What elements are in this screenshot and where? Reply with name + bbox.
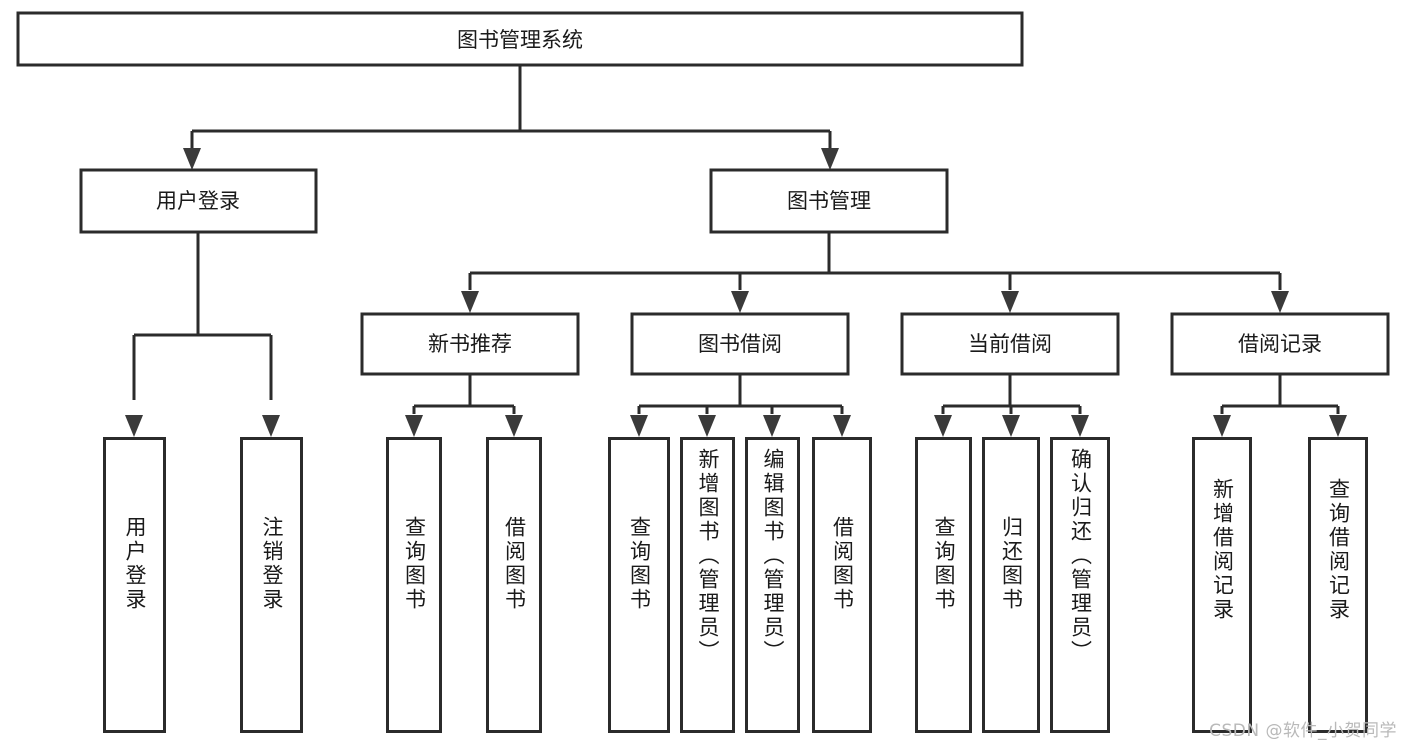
- leaf-add-book-label: 新增图书（管理员）: [696, 448, 720, 664]
- node-book-borrow[interactable]: 图书借阅: [630, 312, 850, 376]
- leaf-add-book[interactable]: 新增图书（管理员）: [680, 437, 735, 733]
- leaf-logout-label: 注销登录: [260, 516, 284, 612]
- leaf-add-record-label: 新增借阅记录: [1210, 478, 1235, 622]
- arrow-to-borrow-record: [1271, 291, 1289, 313]
- arrow-to-leaf-query-record: [1329, 415, 1347, 437]
- node-user-login[interactable]: 用户登录: [79, 168, 318, 234]
- arrow-to-leaf-edit-book: [763, 415, 781, 437]
- arrow-to-leaf-logout: [262, 415, 280, 437]
- node-root[interactable]: 图书管理系统: [16, 11, 1024, 67]
- node-borrow-record[interactable]: 借阅记录: [1170, 312, 1390, 376]
- node-book-manage[interactable]: 图书管理: [709, 168, 949, 234]
- arrow-to-leaf-borrow-book-nb: [505, 415, 523, 437]
- leaf-query-record[interactable]: 查询借阅记录: [1308, 437, 1368, 733]
- arrow-to-book-borrow: [731, 291, 749, 313]
- node-user-login-label: 用户登录: [156, 189, 240, 213]
- arrow-to-user-login: [183, 148, 201, 170]
- node-book-borrow-label: 图书借阅: [698, 332, 782, 356]
- leaf-borrow-book-new-label: 借阅图书: [502, 516, 527, 612]
- arrow-to-leaf-add-book: [698, 415, 716, 437]
- leaf-confirm-return[interactable]: 确认归还（管理员）: [1050, 437, 1110, 733]
- leaf-borrow-book-borrow[interactable]: 借阅图书: [812, 437, 872, 733]
- leaf-user-login-label: 用户登录: [123, 516, 147, 612]
- leaf-borrow-book-borrow-label: 借阅图书: [830, 516, 855, 612]
- arrow-to-leaf-borrow-book-bb: [833, 415, 851, 437]
- leaf-query-book-borrow-label: 查询图书: [627, 516, 652, 612]
- leaf-query-book-borrow[interactable]: 查询图书: [608, 437, 670, 733]
- arrow-to-leaf-query-book-bb: [630, 415, 648, 437]
- arrow-to-leaf-confirm-return: [1071, 415, 1089, 437]
- leaf-logout[interactable]: 注销登录: [240, 437, 303, 733]
- node-borrow-record-label: 借阅记录: [1238, 332, 1322, 356]
- arrow-to-current-borrow: [1001, 291, 1019, 313]
- leaf-query-book-new-label: 查询图书: [402, 516, 427, 612]
- leaf-edit-book[interactable]: 编辑图书（管理员）: [745, 437, 800, 733]
- leaf-query-book-new[interactable]: 查询图书: [386, 437, 442, 733]
- arrow-to-leaf-add-record: [1213, 415, 1231, 437]
- arrow-to-book-manage: [821, 148, 839, 170]
- leaf-query-book-current[interactable]: 查询图书: [915, 437, 972, 733]
- leaf-borrow-book-new[interactable]: 借阅图书: [486, 437, 542, 733]
- leaf-return-book[interactable]: 归还图书: [982, 437, 1040, 733]
- node-current-borrow-label: 当前借阅: [968, 332, 1052, 356]
- leaf-query-record-label: 查询借阅记录: [1326, 478, 1351, 622]
- arrow-to-new-book: [461, 291, 479, 313]
- node-new-book-label: 新书推荐: [428, 332, 512, 356]
- leaf-return-book-label: 归还图书: [999, 516, 1024, 612]
- arrow-to-leaf-query-book-nb: [405, 415, 423, 437]
- arrow-to-leaf-query-book-cb: [934, 415, 952, 437]
- leaf-add-record[interactable]: 新增借阅记录: [1192, 437, 1252, 733]
- leaf-query-book-current-label: 查询图书: [932, 516, 956, 612]
- node-new-book[interactable]: 新书推荐: [360, 312, 580, 376]
- node-book-manage-label: 图书管理: [787, 189, 871, 213]
- leaf-confirm-return-label: 确认归还（管理员）: [1068, 448, 1093, 664]
- leaf-user-login[interactable]: 用户登录: [103, 437, 166, 733]
- arrow-to-leaf-user-login: [125, 415, 143, 437]
- leaf-edit-book-label: 编辑图书（管理员）: [761, 448, 785, 664]
- arrow-to-leaf-return-book: [1002, 415, 1020, 437]
- node-current-borrow[interactable]: 当前借阅: [900, 312, 1120, 376]
- node-root-label: 图书管理系统: [457, 28, 583, 52]
